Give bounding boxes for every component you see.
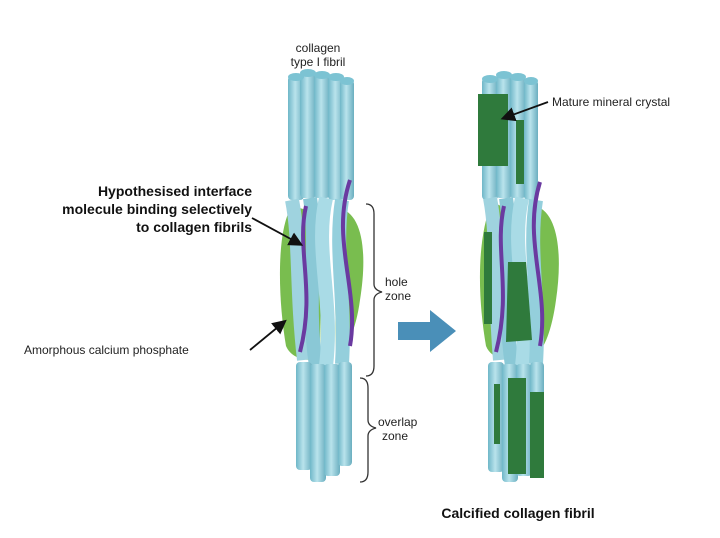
calcified-fibril-title: Calcified collagen fibril: [441, 505, 594, 521]
interface-molecule-strand: [341, 179, 355, 347]
amorphous-pointer: [249, 319, 287, 351]
interface-molecule-label-line3: to collagen fibrils: [136, 219, 252, 235]
overlap-zone-label-line2: zone: [382, 429, 408, 443]
calcified-collagen-fibril: [478, 71, 559, 482]
collagen-fibril-label-line1: collagen: [296, 41, 341, 55]
interface-molecule-strand: [298, 205, 309, 353]
interface-molecule-pointer: [251, 217, 304, 246]
amorphous-calcium-phosphate-label: Amorphous calcium phosphate: [24, 343, 189, 357]
hole-zone-label-line2: zone: [385, 289, 411, 303]
overlap-zone-label-line1: overlap: [378, 415, 418, 429]
mature-mineral-crystal: [478, 94, 508, 166]
transformation-arrow: [398, 310, 456, 352]
hole-zone-brace: [365, 203, 383, 377]
interface-molecule-label-line2: molecule binding selectively: [62, 201, 252, 217]
mature-crystal-pointer: [500, 101, 549, 122]
collagen-fibril-label-line2: type I fibril: [291, 55, 346, 69]
mature-mineral-crystal-label: Mature mineral crystal: [552, 95, 670, 109]
left-collagen-fibril: [279, 69, 364, 482]
interface-molecule-label-line1: Hypothesised interface: [98, 183, 252, 199]
overlap-zone-brace: [359, 377, 377, 483]
hole-zone-label-line1: hole: [385, 275, 408, 289]
